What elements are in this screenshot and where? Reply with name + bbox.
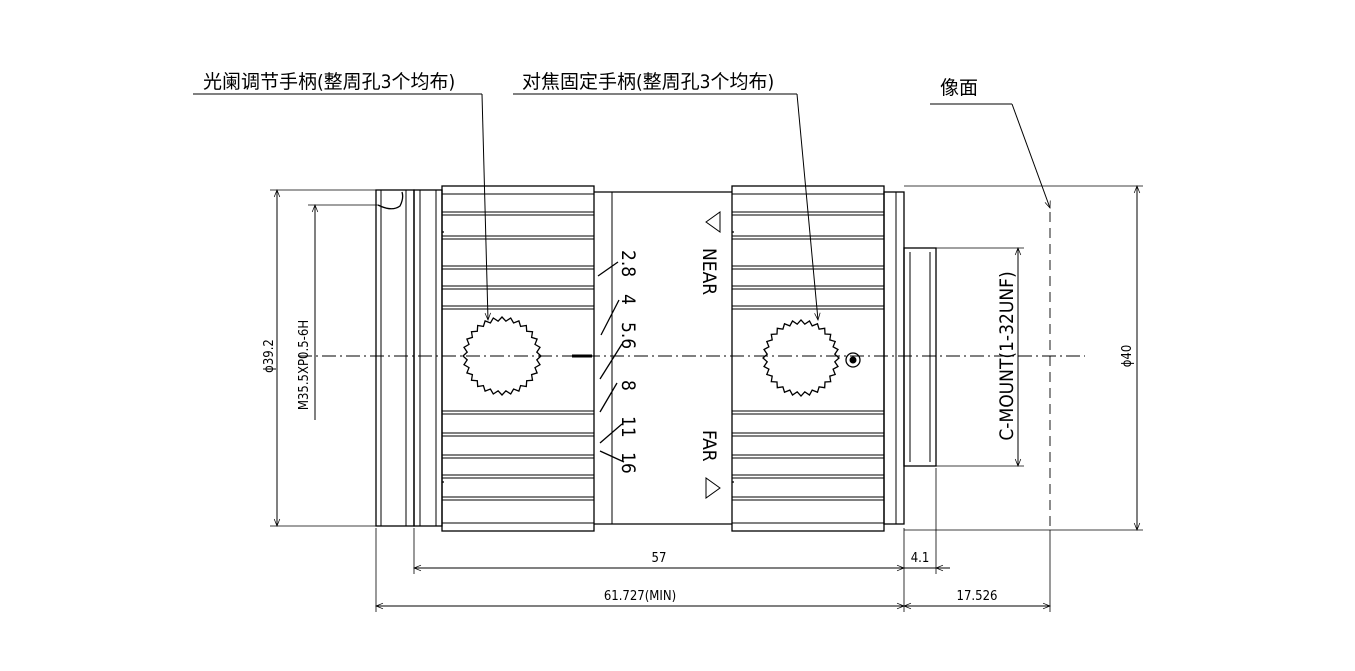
aperture-11: 11 xyxy=(617,416,639,438)
dim-mount: C-MOUNT(1-32UNF) xyxy=(936,247,1024,467)
image-plane-label: 像面 xyxy=(940,77,978,99)
iris-ring xyxy=(441,185,595,532)
focus-handle-label: 对焦固定手柄(整周孔3个均布) xyxy=(522,71,774,93)
dim-back-focus: 17.526 xyxy=(903,589,1051,610)
iris-handle-label: 光阑调节手柄(整周孔3个均布) xyxy=(203,71,455,93)
near-label: NEAR xyxy=(698,248,720,295)
dim-front-diameter: ϕ39.2 xyxy=(262,189,376,527)
iris-knob xyxy=(462,316,542,396)
rear-body xyxy=(883,191,937,525)
dim-length-total: 61.727(MIN) xyxy=(375,589,905,610)
front-cover xyxy=(413,189,443,527)
aperture-4: 4 xyxy=(617,294,639,305)
aperture-2-8: 2.8 xyxy=(617,250,639,277)
far-label: FAR xyxy=(698,430,720,462)
dim-front-diameter-text: ϕ39.2 xyxy=(262,339,277,373)
image-plane-callout: 像面 xyxy=(930,77,1051,209)
dim-front-thread: M35.5XP0.5-6H xyxy=(297,204,378,420)
dim-body-diameter-text: ϕ40 xyxy=(1120,345,1135,368)
front-ring xyxy=(375,189,415,527)
iris-handle-callout: 光阑调节手柄(整周孔3个均布) xyxy=(193,71,491,321)
focus-ring xyxy=(731,185,885,532)
focus-direction: NEAR FAR xyxy=(698,211,721,499)
dim-back-focus-text: 17.526 xyxy=(957,589,998,604)
focus-knob xyxy=(762,319,840,397)
lock-screw xyxy=(845,352,861,368)
aperture-scale: 2.8 4 5.6 8 11 16 xyxy=(617,250,639,474)
dim-length-4-1: 4.1 xyxy=(904,551,950,572)
dim-length-total-text: 61.727(MIN) xyxy=(604,589,676,604)
dim-body-diameter: ϕ40 xyxy=(904,185,1143,531)
aperture-5-6: 5.6 xyxy=(617,322,639,349)
dim-extension-lines xyxy=(375,468,1051,612)
dim-front-thread-text: M35.5XP0.5-6H xyxy=(297,320,312,410)
aperture-16: 16 xyxy=(617,452,639,474)
middle-barrel xyxy=(572,191,732,525)
focus-handle-callout: 对焦固定手柄(整周孔3个均布) xyxy=(513,71,821,321)
dim-length-57-text: 57 xyxy=(652,551,667,566)
aperture-8: 8 xyxy=(617,380,639,391)
aperture-ticks xyxy=(597,261,625,463)
dim-length-57: 57 xyxy=(413,551,905,572)
dim-mount-text: C-MOUNT(1-32UNF) xyxy=(996,271,1018,440)
dim-length-4-1-text: 4.1 xyxy=(911,551,930,566)
